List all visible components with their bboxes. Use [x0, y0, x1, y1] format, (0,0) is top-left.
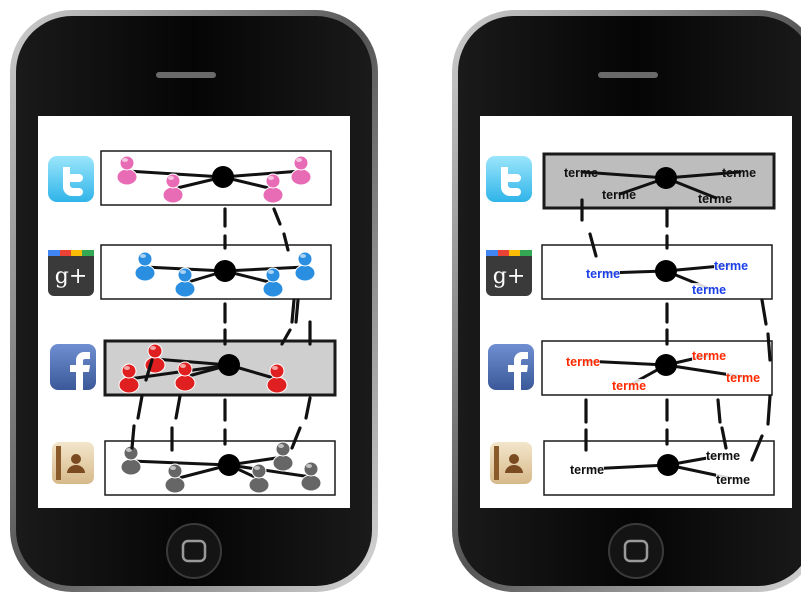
left-phone: g+: [4, 4, 384, 598]
home-button[interactable]: [4, 4, 384, 598]
home-button[interactable]: [446, 4, 801, 598]
